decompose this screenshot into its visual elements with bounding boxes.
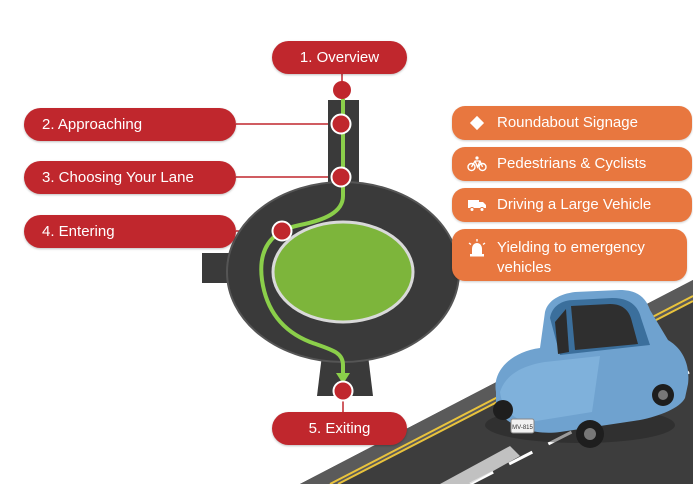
license-plate-text: MV-815 (512, 425, 533, 431)
step-choosing-lane-label: 3. Choosing Your Lane (42, 169, 194, 186)
siren-icon (466, 239, 488, 257)
path-arrow-head (336, 373, 350, 384)
car-illustration: MV-815 (485, 290, 689, 448)
step-entering-label: 4. Entering (42, 223, 115, 240)
step-overview-button[interactable]: 1. Overview (272, 41, 407, 74)
topic-pedestrians-cyclists-button[interactable]: Pedestrians & Cyclists (452, 147, 692, 181)
step-exiting-button[interactable]: 5. Exiting (272, 412, 407, 445)
topic-roundabout-signage-button[interactable]: Roundabout Signage (452, 106, 692, 140)
marker-approaching[interactable] (330, 113, 352, 135)
topic-pedestrians-cyclists-label: Pedestrians & Cyclists (497, 155, 647, 172)
truck-icon (466, 196, 488, 214)
bicycle-icon (466, 155, 488, 173)
driving-path (259, 98, 345, 380)
marker-overview[interactable] (333, 81, 351, 99)
step-approaching-label: 2. Approaching (42, 116, 143, 133)
topic-emergency-vehicles-button[interactable]: Yielding to emergency vehicles (452, 229, 687, 281)
marker-entering[interactable] (271, 220, 293, 242)
step-overview-label: 1. Overview (299, 49, 380, 66)
marker-exiting[interactable] (332, 380, 354, 402)
topic-large-vehicle-label: Driving a Large Vehicle (497, 196, 652, 213)
center-island (271, 220, 415, 324)
license-plate (510, 418, 535, 434)
step-entering-button[interactable]: 4. Entering (24, 215, 236, 248)
diamond-sign-icon (466, 114, 488, 132)
step-approaching-button[interactable]: 2. Approaching (24, 108, 236, 141)
step-exiting-label: 5. Exiting (308, 420, 371, 437)
marker-choosing-lane[interactable] (330, 166, 352, 188)
step-choosing-lane-button[interactable]: 3. Choosing Your Lane (24, 161, 236, 194)
topic-roundabout-signage-label: Roundabout Signage (497, 114, 638, 131)
topic-emergency-vehicles-label: Yielding to emergency vehicles (497, 239, 645, 276)
topic-large-vehicle-button[interactable]: Driving a Large Vehicle (452, 188, 692, 222)
